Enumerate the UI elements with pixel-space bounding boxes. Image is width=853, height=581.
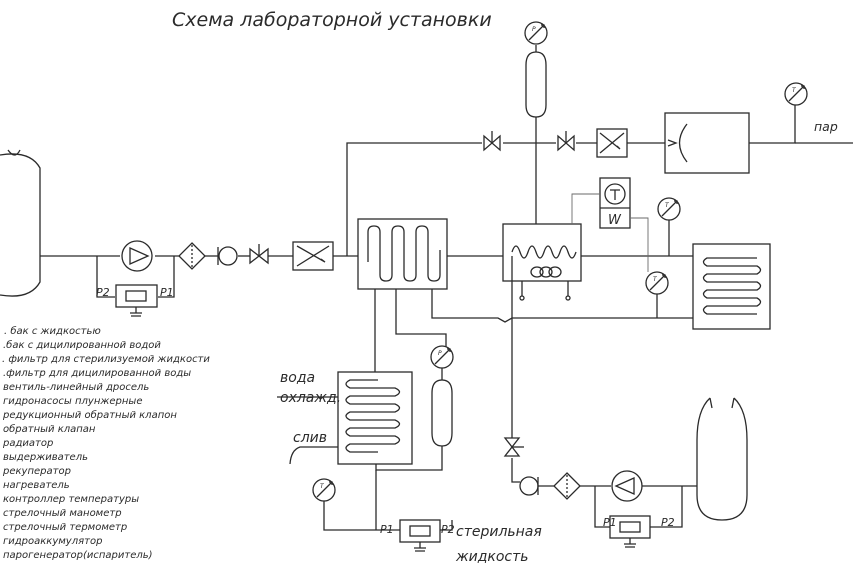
legend-item: .фильтр для дицилированной воды — [3, 368, 191, 379]
check-valve-icon — [519, 476, 539, 496]
legend-item: контроллер температуры — [3, 494, 139, 505]
scheme-title: Схема лабораторной установки — [172, 9, 492, 31]
temperature-controller: W — [599, 177, 631, 229]
thermometer-icon: T — [312, 478, 336, 502]
valve-icon — [503, 437, 524, 457]
svg-text:P: P — [438, 350, 442, 357]
legend-item: редукционный обратный клапон — [2, 409, 177, 421]
steam-generator — [664, 112, 750, 174]
pump-icon — [611, 470, 643, 502]
legend-item: парогенератор(испаритель) — [3, 550, 153, 561]
label-p1-right: P1 — [603, 516, 617, 529]
holding-vessel — [337, 371, 413, 465]
pressure-gauge-icon: P — [430, 345, 454, 369]
legend-item: вентиль-линейный дросель — [3, 382, 149, 393]
legend-item: . фильтр для стерилизуемой жидкости — [2, 354, 210, 365]
hydro-accumulator-icon — [375, 368, 453, 471]
recuperator — [357, 218, 448, 290]
check-valve-icon — [217, 246, 238, 266]
legend-item: выдерживатель — [3, 452, 88, 463]
label-p1-bottom: P1 — [380, 523, 394, 536]
distilled-water-tank — [696, 397, 748, 521]
reducing-check-valve-icon — [399, 519, 441, 552]
label-p2-bottom: P2 — [441, 523, 455, 536]
heater — [502, 223, 582, 301]
label-sterile-2: жидкость — [455, 549, 529, 565]
controller-w-label: W — [608, 213, 622, 228]
throttle-icon — [292, 241, 334, 271]
label-cooling-water-2: охлажд. — [280, 390, 341, 406]
label-steam: пар — [814, 119, 838, 134]
radiator — [692, 243, 771, 330]
legend-item: .бак с дицилированной водой — [3, 339, 161, 351]
reducing-check-valve-icon — [115, 284, 158, 317]
label-sterile-1: стерильная — [456, 524, 542, 540]
liquid-tank — [0, 149, 41, 297]
reducing-check-valve-icon — [609, 515, 651, 548]
label-p1-left: P1 — [160, 286, 174, 299]
svg-text:T: T — [320, 483, 325, 490]
pump-icon — [121, 240, 153, 272]
label-p2-left: P2 — [96, 286, 110, 299]
valve-icon — [557, 131, 575, 152]
legend-item: радиатор — [2, 438, 53, 449]
throttle-icon — [596, 128, 628, 158]
thermometer-icon: T — [657, 197, 681, 221]
legend-item: рекуператор — [2, 466, 71, 477]
legend-item: гидронасосы плунжерные — [3, 396, 142, 407]
legend-item: обратный клапан — [3, 423, 96, 435]
legend: . бак с жидкостью .бак с дицилированной … — [2, 325, 210, 561]
label-drain: слив — [293, 430, 327, 446]
pressure-gauge-icon: P — [524, 21, 548, 45]
svg-text:T: T — [792, 87, 797, 94]
hydro-accumulator-icon — [525, 45, 547, 224]
svg-text:T: T — [653, 276, 658, 283]
valve-icon — [249, 244, 269, 265]
legend-item: стрелочный манометр — [3, 508, 122, 519]
label-p2-right: P2 — [661, 516, 675, 529]
label-cooling-water-1: вода — [280, 370, 315, 386]
thermometer-icon: T — [784, 82, 808, 106]
legend-item: гидроаккумулятор — [3, 536, 102, 547]
filter-icon — [553, 472, 581, 500]
valve-icon — [483, 131, 501, 152]
svg-text:P: P — [532, 26, 536, 33]
legend-item: . бак с жидкостью — [4, 325, 101, 337]
legend-item: нагреватель — [3, 480, 70, 491]
legend-item: стрелочный термометр — [3, 522, 127, 533]
filter-icon — [178, 242, 206, 270]
thermometer-icon: T — [645, 271, 669, 295]
svg-text:T: T — [665, 202, 670, 209]
